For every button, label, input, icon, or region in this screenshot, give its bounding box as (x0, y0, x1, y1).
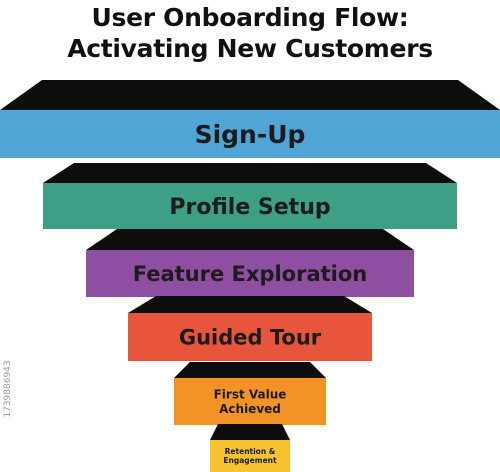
funnel-label-retention-and-engagement: Retention &Engagement (223, 447, 277, 465)
side-id-text: 1739886943 (3, 360, 13, 418)
funnel-top-face-first-value-achieved (174, 362, 326, 378)
funnel-label-sign-up: Sign-Up (195, 120, 306, 149)
funnel-top-face-retention-and-engagement (210, 424, 290, 440)
funnel-top-face-profile-setup (43, 163, 457, 183)
funnel-top-face-feature-exploration (86, 229, 414, 250)
funnel-label-guided-tour: Guided Tour (179, 326, 322, 350)
title-line-2: Activating New Customers (67, 34, 433, 63)
funnel-label-profile-setup: Profile Setup (169, 195, 330, 220)
funnel-stage-feature-exploration (86, 250, 414, 297)
funnel-top-face-sign-up (0, 80, 500, 110)
title-line-1: User Onboarding Flow: (91, 3, 409, 32)
diagram-title: User Onboarding Flow: Activating New Cus… (0, 2, 500, 64)
funnel-label-feature-exploration: Feature Exploration (133, 262, 368, 286)
funnel-top-face-guided-tour (128, 296, 372, 313)
funnel-stage-first-value-achieved (174, 378, 326, 425)
funnel-stage-sign-up (0, 110, 500, 158)
funnel-stage-guided-tour (128, 313, 372, 361)
funnel-stage-profile-setup (43, 183, 457, 229)
funnel-stage-retention-and-engagement (210, 440, 290, 472)
